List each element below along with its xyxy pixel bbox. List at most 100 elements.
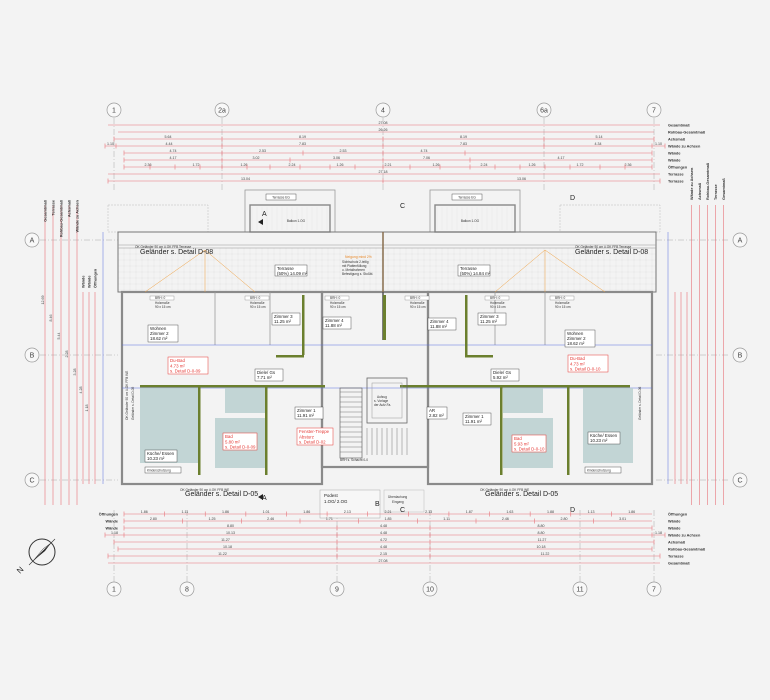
dim-row-label: Rohbau-Gesamtmaß [668, 548, 706, 552]
dim-value: 2.21 [385, 163, 392, 167]
axis-lines [40, 118, 730, 582]
dim-value: 1.01 [263, 510, 270, 514]
red-note-box [296, 427, 334, 446]
podest-label: Podest [324, 493, 338, 498]
room-area: 11.25 m² [480, 319, 498, 324]
window-tag [324, 295, 350, 301]
window-label: Holzmaße [155, 301, 170, 305]
dim-value: 1.88 [547, 510, 554, 514]
grid-bubble [24, 472, 40, 488]
window-label: 90 x 15 cm [410, 305, 426, 309]
room-area: 11.88 m² [325, 323, 343, 328]
kinderschutz-left: Kinderschutzung [147, 469, 171, 473]
red-note-dubad_right: 4.73 m² [570, 361, 585, 366]
room-label-box [254, 368, 284, 382]
dim-value: 26.26 [379, 128, 388, 132]
kinderschutz-right: Kinderschutzung [587, 469, 611, 473]
dim-value: 3.28 [73, 369, 77, 376]
dim-value: 1.71 [326, 517, 333, 521]
dim-value: 2.53 [340, 149, 347, 153]
dim-value: 8.80 [538, 531, 545, 535]
grid-label-bottom: 7 [652, 587, 656, 594]
section-d-bottom: D [570, 507, 575, 514]
grid-label-top: 4 [381, 108, 385, 115]
dim-value: 4.34 [595, 142, 602, 146]
dim-value: 4.44 [166, 142, 173, 146]
red-note-dubad_left: Du-Bad [170, 358, 185, 363]
red-note-box [167, 356, 209, 375]
dim-row-label: Wände zu Achsen [668, 145, 701, 149]
dim-value: 1.26 [433, 163, 440, 167]
dim-value: 8.19 [299, 135, 306, 139]
window-label: Holzmaße [555, 301, 570, 305]
grid-label-left: A [30, 238, 35, 245]
grid-label-bottom: 1 [112, 587, 116, 594]
grid-bubble [106, 102, 122, 118]
dim-row-label: Rohbau-Gesamtmaß [60, 199, 64, 237]
dim-value: 10.18 [223, 545, 232, 549]
dim-value: 27.08 [379, 559, 388, 563]
red-note-treppe: Absturz [299, 434, 314, 439]
dim-value: 1.26 [337, 163, 344, 167]
room-area: 11.91 m² [465, 419, 483, 424]
dim-row-label: Achsmaß [698, 182, 702, 200]
dim-value: 13.04 [241, 177, 250, 181]
room-area: 10.23 m² [147, 456, 165, 461]
dim-value: 4.48 [380, 531, 387, 535]
dim-value: 2.36 [625, 163, 632, 167]
dim-value: 2.28 [65, 351, 69, 358]
dim-row-label: Wände [668, 527, 680, 531]
window-label: 90 x 15 cm [555, 305, 571, 309]
detail-lower-right: Geländer s. Detail D-05 [485, 491, 558, 498]
dim-value: 8.46 [49, 315, 53, 322]
dim-value: 5.44 [57, 333, 61, 340]
dim-value: 4.48 [380, 524, 387, 528]
dim-row-label: Terrasse [668, 555, 684, 559]
dim-row-label: Gesamtmaß [722, 178, 726, 200]
dim-value: 1.26 [529, 163, 536, 167]
room-label-box [271, 312, 301, 326]
dim-value: 2.15 [380, 552, 387, 556]
dim-value: 5.64 [165, 135, 172, 139]
green-wall [140, 385, 325, 388]
grid-bubble [732, 472, 748, 488]
red-note-dubad_left: s. Detail D-0-09 [170, 369, 201, 374]
grid-bubble [106, 581, 122, 597]
dim-row-label: Wände [106, 527, 118, 531]
room-name: Zimmer 3 [274, 314, 293, 319]
stair-flight [339, 387, 363, 459]
dim-value: 27.08 [379, 121, 388, 125]
section-markers: A A C C D D B [258, 195, 575, 514]
green-wall [276, 355, 304, 358]
window-label: 90 x 15 cm [155, 305, 171, 309]
window-label: BRH: 0 [555, 296, 566, 300]
grid-bubble [572, 581, 588, 597]
room-area: 5.92 m² [493, 375, 508, 380]
terrace-left-area: (50%) 14.09 m² [277, 271, 308, 276]
detail-note-right: OK Geländer 90 cm ü.OK FFB Terrasse [575, 245, 632, 249]
red-note-bad_right: 5.93 m² [514, 441, 529, 446]
dim-row-label: Wände zu Achsen [690, 167, 694, 200]
detail-left: Geländer s. Detail D-08 [140, 249, 213, 256]
room-name: AR [429, 408, 435, 413]
room-name: Küche/ Essen [590, 433, 618, 438]
section-a-top: A [262, 211, 267, 218]
dim-row-label: Wände zu Achsen [668, 534, 701, 538]
red-note-box [511, 434, 547, 453]
room-name: Zimmer 4 [430, 319, 449, 324]
kitchen-tile-right [583, 388, 633, 463]
dim-value: 8.80 [538, 524, 545, 528]
red-note-dubad_right: s. Detail D-0-10 [570, 367, 601, 372]
dim-value: 2.13 [425, 510, 432, 514]
room-label-box [144, 449, 178, 463]
terrace-eg-right-label: Terrasse EG [458, 196, 476, 200]
dim-value: 7.83 [299, 142, 306, 146]
dim-value: 4.74 [421, 149, 428, 153]
window-label: BRH: 0 [155, 296, 166, 300]
red-note-dubad_right: Du-Bad [570, 356, 585, 361]
dim-value: 10.18 [537, 545, 546, 549]
window-label: Holzmaße [250, 301, 265, 305]
detail-lower-left: Geländer s. Detail D-05 [185, 491, 258, 498]
red-note-bad_left: 5.80 m² [225, 439, 240, 444]
dim-value: 2.46 [267, 517, 274, 521]
